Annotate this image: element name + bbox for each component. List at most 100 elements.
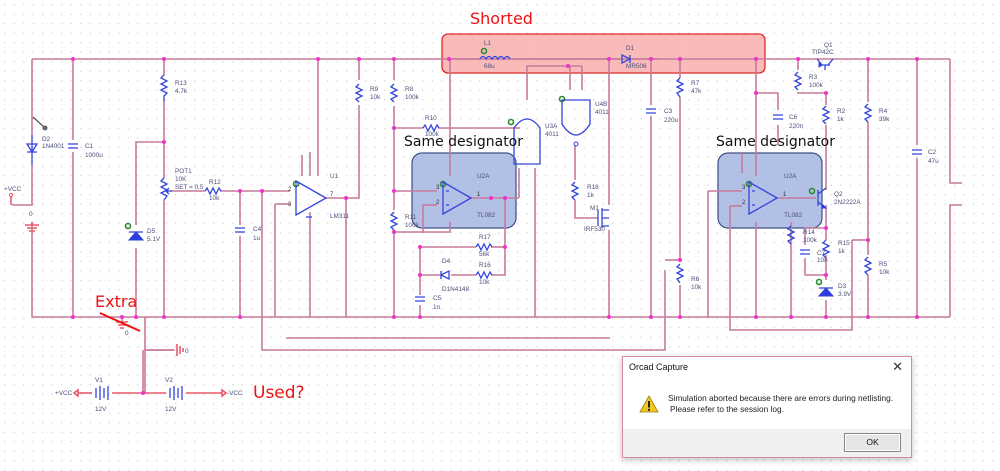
- potentiometer-pot1[interactable]: POT1 10K SET = 0.5: [159, 168, 204, 201]
- u1-value: LM311: [330, 213, 350, 220]
- resistor-r9[interactable]: R9 10k: [354, 83, 381, 103]
- d1-value: MR506: [626, 63, 647, 70]
- supply-ground-label: 0: [185, 348, 189, 355]
- resistor-r10[interactable]: R10 100k: [422, 115, 440, 138]
- comparator-u1[interactable]: 2 3 7 U1 LM311: [288, 173, 350, 220]
- d5-ref: D5: [147, 228, 156, 235]
- r2-ref: R2: [837, 108, 846, 115]
- extra-ground-label: 0: [125, 330, 129, 337]
- vcc-pos-port[interactable]: +VCC: [4, 186, 22, 205]
- r15-ref: R15: [838, 240, 850, 247]
- zener-d3[interactable]: D3 3.9V: [815, 278, 852, 299]
- d3-ref: D3: [838, 283, 847, 290]
- pot1-value: 10K: [175, 176, 187, 183]
- r12-ref: R12: [209, 179, 221, 186]
- u3a-value: 4011: [545, 131, 559, 138]
- close-icon[interactable]: ✕: [892, 359, 903, 374]
- r3-ref: R3: [809, 74, 818, 81]
- c5-value: 1n: [433, 304, 441, 311]
- ground-symbol-main[interactable]: 0: [25, 211, 39, 232]
- resistor-r4[interactable]: R4 39k: [863, 103, 890, 123]
- dialog-title: Orcad Capture: [629, 362, 689, 372]
- diode-d4[interactable]: D4 D1N4148: [439, 258, 469, 293]
- transistor-q1[interactable]: Q1 TIP42C: [812, 42, 834, 70]
- resistor-r11[interactable]: R11 100k: [389, 211, 420, 231]
- transistor-q2[interactable]: Q2 2N2222A: [808, 187, 862, 209]
- r11-ref: R11: [405, 214, 417, 221]
- r10-ref: R10: [425, 115, 437, 122]
- l1-value: 68u: [484, 63, 495, 70]
- nand-gate-u3a[interactable]: U3A 4011: [507, 118, 560, 165]
- resistor-r6[interactable]: R6 10k: [675, 263, 702, 291]
- r8-ref: R8: [405, 86, 414, 93]
- q1-ref: Q1: [824, 42, 833, 49]
- resistor-r2[interactable]: R2 1k: [821, 105, 846, 125]
- d2-ref: D2: [42, 136, 51, 143]
- l1-ref: L1: [484, 40, 492, 47]
- capacitor-c1[interactable]: C1 1000u: [68, 143, 103, 159]
- resistor-r8[interactable]: R8 100k: [389, 83, 420, 103]
- opamp-u2a-right[interactable]: 3 2 1 U2A TL082: [742, 173, 803, 219]
- vcc-neg-label: -VCC: [227, 390, 243, 397]
- annotation-shorted: Shorted: [470, 9, 533, 28]
- capacitor-c2[interactable]: C2 47u: [912, 149, 939, 165]
- r12-value: 10k: [209, 195, 220, 202]
- u2a-right-pin1: 1: [783, 192, 787, 198]
- capacitor-c7[interactable]: C7 10n: [800, 249, 828, 264]
- r4-ref: R4: [879, 108, 888, 115]
- resistor-r3[interactable]: R3 100k: [793, 71, 824, 91]
- capacitor-c3[interactable]: C3 220u: [646, 108, 679, 124]
- diode-d1[interactable]: D1 MR506: [621, 45, 647, 70]
- capacitor-c5[interactable]: C5 1n: [415, 295, 442, 311]
- u2a-right-pin3: 3: [742, 185, 746, 191]
- r5-value: 10k: [879, 269, 890, 276]
- r7-ref: R7: [691, 80, 700, 87]
- ground-symbol-supply[interactable]: 0: [176, 344, 189, 356]
- resistor-r5[interactable]: R5 10k: [863, 256, 890, 276]
- resistor-r14[interactable]: R14 100k: [786, 225, 818, 245]
- mosfet-m1[interactable]: M1 IRF530: [584, 205, 609, 233]
- vcc-pos-port-bottom[interactable]: +VCC: [55, 388, 79, 398]
- r6-ref: R6: [691, 276, 700, 283]
- c3-ref: C3: [664, 108, 673, 115]
- resistor-r17[interactable]: R17 56k: [475, 234, 493, 258]
- v1-ref: V1: [95, 377, 103, 384]
- inductor-l1[interactable]: L1 68u: [479, 40, 511, 70]
- r16-ref: R16: [479, 262, 491, 269]
- r9-ref: R9: [370, 86, 379, 93]
- resistor-r18[interactable]: R18 1k: [570, 181, 599, 201]
- q2-value: 2N2222A: [834, 199, 861, 206]
- diode-d2[interactable]: D2 1N4001: [25, 116, 65, 165]
- resistor-r7[interactable]: R7 47k: [675, 77, 702, 98]
- resistor-r15[interactable]: R15 1k: [821, 239, 850, 259]
- nand-gate-u4b[interactable]: U4B 4011: [558, 95, 610, 147]
- r17-value: 56k: [479, 251, 490, 258]
- capacitor-c4[interactable]: C4 1u: [235, 226, 262, 242]
- r5-ref: R5: [879, 261, 888, 268]
- r2-value: 1k: [837, 116, 845, 123]
- vcc-neg-port[interactable]: -VCC: [221, 388, 243, 398]
- battery-v1[interactable]: V1 12V: [95, 377, 109, 413]
- c1-value: 1000u: [85, 152, 103, 159]
- zener-d5[interactable]: D5 5.1V: [124, 222, 161, 244]
- warning-icon: [639, 395, 659, 413]
- u4b-ref: U4B: [595, 101, 607, 108]
- r15-value: 1k: [838, 248, 846, 255]
- shorted-highlight: [441, 33, 766, 74]
- resistor-r13[interactable]: R13 4.7k: [159, 74, 188, 102]
- v2-ref: V2: [165, 377, 173, 384]
- c6-value: 220n: [789, 123, 804, 130]
- battery-v2[interactable]: V2 12V: [165, 377, 183, 413]
- u2a-right-ref: U2A: [784, 173, 797, 180]
- r9-value: 10k: [370, 94, 381, 101]
- capacitor-c6[interactable]: C6 220n: [773, 114, 804, 130]
- error-dialog[interactable]: Orcad Capture ✕ Simulation aborted becau…: [622, 356, 912, 458]
- dialog-message-line2: Please refer to the session log.: [670, 404, 784, 414]
- q1-value: TIP42C: [812, 49, 834, 56]
- resistor-r12[interactable]: R12 10k: [204, 179, 222, 202]
- resistor-r16[interactable]: R16 10k: [475, 262, 493, 286]
- ok-button[interactable]: OK: [844, 433, 901, 452]
- opamp-u2a-left[interactable]: 3 2 1 U2A TL082: [436, 173, 496, 219]
